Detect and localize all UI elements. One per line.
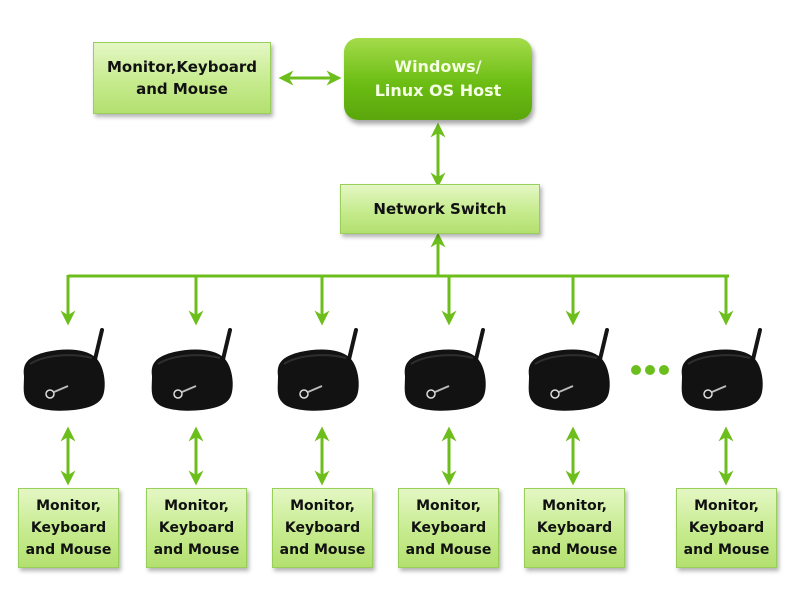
device-body (528, 349, 610, 411)
client-peripherals-label: Monitor, Keyboard and Mouse (683, 498, 770, 558)
client-peripherals-label: Monitor, Keyboard and Mouse (279, 498, 366, 558)
cloud-computer-device (16, 324, 112, 414)
client-peripherals-label: Monitor, Keyboard and Mouse (405, 498, 492, 558)
cloud-computer-logo-icon (426, 385, 450, 399)
device-sheen (534, 354, 598, 365)
more-devices-ellipsis (631, 365, 669, 375)
device-body (681, 349, 763, 411)
cloud-computer-device (521, 324, 617, 414)
device-sheen (283, 354, 347, 365)
device-body (277, 349, 359, 411)
cloud-computer-device (144, 324, 240, 414)
device-body (404, 349, 486, 411)
cloud-computer-logo-icon (299, 385, 323, 399)
cloud-computer-device (674, 324, 770, 414)
host-peripherals-label: Monitor,Keyboard and Mouse (106, 58, 258, 98)
device-sheen (29, 354, 93, 365)
ellipsis-dot (631, 365, 641, 375)
client-peripherals-box: Monitor, Keyboard and Mouse (676, 488, 777, 568)
cloud-computer-logo-icon (45, 385, 69, 399)
device-body (151, 349, 233, 411)
client-peripherals-label: Monitor, Keyboard and Mouse (25, 498, 112, 558)
cloud-computer-device (397, 324, 493, 414)
network-switch-box: Network Switch (340, 184, 540, 234)
client-peripherals-box: Monitor, Keyboard and Mouse (146, 488, 247, 568)
host-peripherals-box: Monitor,Keyboard and Mouse (93, 42, 271, 114)
os-host-label: Windows/ Linux OS Host (374, 57, 502, 100)
device-sheen (410, 354, 474, 365)
device-body (23, 349, 105, 411)
ellipsis-dot (645, 365, 655, 375)
device-sheen (157, 354, 221, 365)
device-sheen (687, 354, 751, 365)
ellipsis-dot (659, 365, 669, 375)
cloud-computer-logo-icon (550, 385, 574, 399)
os-host-box: Windows/ Linux OS Host (344, 38, 532, 120)
cloud-computer-logo-icon (703, 385, 727, 399)
client-peripherals-box: Monitor, Keyboard and Mouse (272, 488, 373, 568)
client-peripherals-label: Monitor, Keyboard and Mouse (153, 498, 240, 558)
client-peripherals-box: Monitor, Keyboard and Mouse (398, 488, 499, 568)
client-peripherals-label: Monitor, Keyboard and Mouse (531, 498, 618, 558)
client-peripherals-box: Monitor, Keyboard and Mouse (18, 488, 119, 568)
cloud-computer-device (270, 324, 366, 414)
network-switch-label: Network Switch (373, 200, 507, 218)
cloud-computer-logo-icon (173, 385, 197, 399)
client-peripherals-box: Monitor, Keyboard and Mouse (524, 488, 625, 568)
